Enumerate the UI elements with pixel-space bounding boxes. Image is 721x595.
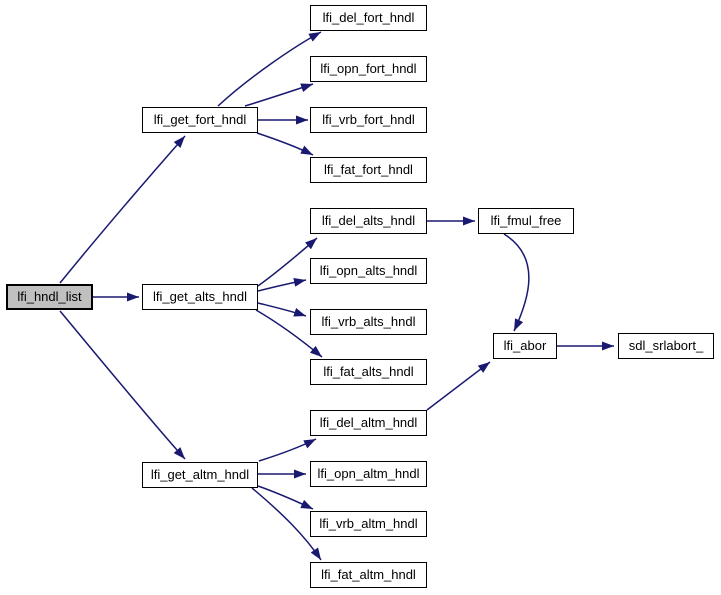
node-lfi-opn-alts-hndl[interactable]: lfi_opn_alts_hndl xyxy=(310,258,427,284)
node-lfi-fmul-free[interactable]: lfi_fmul_free xyxy=(478,208,574,234)
edge-lfi_get_fort_hndl-lfi_opn_fort_hndl xyxy=(244,83,314,107)
edge-lfi_del_alts_hndl-lfi_abor xyxy=(503,233,530,332)
edge-lfi_get_alts_hndl-lfi_fat_alts_hndl xyxy=(255,309,323,358)
node-lfi-opn-fort-hndl[interactable]: lfi_opn_fort_hndl xyxy=(310,56,427,82)
node-lfi-del-fort-hndl[interactable]: lfi_del_fort_hndl xyxy=(310,5,427,31)
node-lfi-get-fort-hndl[interactable]: lfi_get_fort_hndl xyxy=(142,107,258,133)
node-lfi-fat-fort-hndl[interactable]: lfi_fat_fort_hndl xyxy=(310,157,427,183)
edge-lfi_get_alts_hndl-lfi_vrb_alts_hndl xyxy=(257,302,307,317)
edge-lfi_get_altm_hndl-lfi_fat_altm_hndl xyxy=(251,487,322,561)
node-lfi-opn-altm-hndl[interactable]: lfi_opn_altm_hndl xyxy=(310,461,427,487)
edge-lfi_get_alts_hndl-lfi_del_alts_hndl xyxy=(257,237,318,287)
edge-lfi_del_altm_hndl-lfi_abor xyxy=(426,361,491,411)
edge-lfi_get_fort_hndl-lfi_fat_fort_hndl xyxy=(256,132,314,156)
edge-lfi_get_fort_hndl-lfi_del_fort_hndl xyxy=(217,31,322,107)
node-lfi-del-alts-hndl[interactable]: lfi_del_alts_hndl xyxy=(310,208,427,234)
node-lfi-abor[interactable]: lfi_abor xyxy=(493,333,557,359)
edge-lfi_get_alts_hndl-lfi_opn_alts_hndl xyxy=(257,277,307,292)
node-lfi-vrb-alts-hndl[interactable]: lfi_vrb_alts_hndl xyxy=(310,309,427,335)
node-lfi-fat-altm-hndl[interactable]: lfi_fat_altm_hndl xyxy=(310,562,427,588)
edge-lfi_get_altm_hndl-lfi_del_altm_hndl xyxy=(258,438,317,462)
node-lfi-get-alts-hndl[interactable]: lfi_get_alts_hndl xyxy=(142,284,258,310)
edge-lfi_hndl_list-lfi_get_fort_hndl xyxy=(59,135,186,284)
node-lfi-vrb-altm-hndl[interactable]: lfi_vrb_altm_hndl xyxy=(310,511,427,537)
node-lfi-fat-alts-hndl[interactable]: lfi_fat_alts_hndl xyxy=(310,359,427,385)
node-lfi-del-altm-hndl[interactable]: lfi_del_altm_hndl xyxy=(310,410,427,436)
node-lfi-get-altm-hndl[interactable]: lfi_get_altm_hndl xyxy=(142,462,258,488)
edge-lfi_hndl_list-lfi_get_altm_hndl xyxy=(59,310,186,460)
edge-lfi_get_altm_hndl-lfi_vrb_altm_hndl xyxy=(257,485,314,510)
node-lfi-hndl-list[interactable]: lfi_hndl_list xyxy=(6,284,93,310)
node-lfi-vrb-fort-hndl[interactable]: lfi_vrb_fort_hndl xyxy=(310,107,427,133)
node-sdl-srlabort[interactable]: sdl_srlabort_ xyxy=(618,333,714,359)
